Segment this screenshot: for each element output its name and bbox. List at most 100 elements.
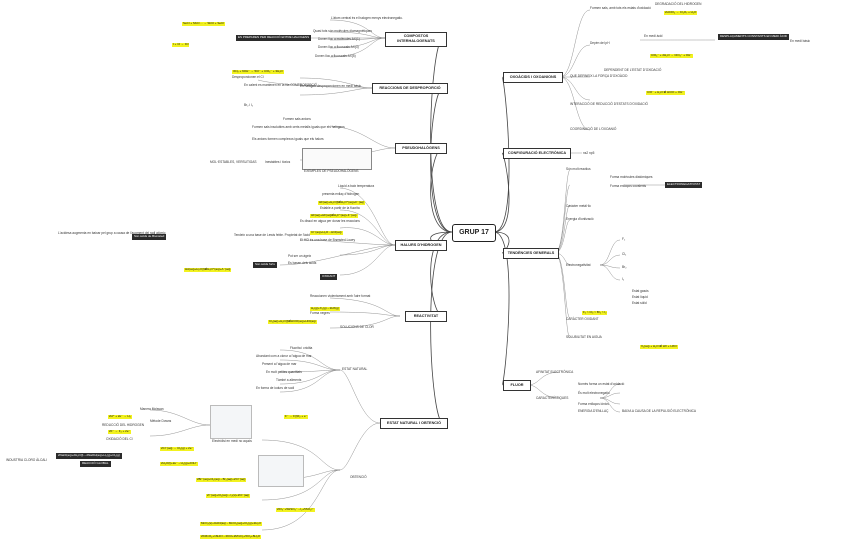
tendencies-dark: ELECTRONEGATIVITAT [665,182,703,188]
estat-formula: 2H⁺ + 2e⁻ → H₂ [108,414,132,419]
central-topic[interactable]: GRUP 17 [452,224,496,242]
estat-item: Abundant com a clorur a l'aigua de mar [256,354,312,358]
tendencies-item: Energia d'ionització [566,217,594,221]
estat-item: Tàmbé a aliments [276,378,302,382]
branch-oxoacids-oxoanions[interactable]: OXOÀCIDS I OXOANIONS [503,72,563,83]
halurs-item: Líquid a baix temperatura [338,184,375,188]
reactivitat-item: Reaccionen violentament amb l'aire forma… [310,294,371,298]
branch-halurs-hidrogen[interactable]: HALURS D'HIDROGEN [395,240,447,251]
fluor-item: Forma enllaços iònics [578,402,609,406]
tendencies-item: Forma molècules diatòmiques [610,175,653,179]
compostos-item: Donen lloc a molècules AX(1) [318,37,360,41]
halurs-item: Es dissol en aigua per donar les reaccio… [300,219,360,223]
oxoacids-formula: 2HClO₄ → Cl₂O₇ + H₂O [664,10,698,15]
oxoacids-item: Depèn del pH [590,41,610,45]
fluor-item: És molt electronegatiu [578,391,610,395]
estat-label: OBTENCIÓ [350,475,367,479]
halurs-formula: Cl⁻(aq)+H₂O→HCl(aq) [310,230,343,235]
halurs-formula: HA(aq)+H₂O(l)⇌H₃O⁺(aq)+A⁻(aq) [184,267,232,272]
fluor-item: ENERGIA D'ENLLAÇ [578,409,609,413]
oxoacids-item: DEPENDENT DE L'ESTAT D'OXIDACIÓ [604,68,662,72]
oxoacids-formula: ClO⁻ + H₂O ⇌ HClO + OH⁻ [646,90,685,95]
halurs-dark-label: Són àcids forts [253,262,277,268]
pseudohalogens-neutral: Inestables i tòxics [265,160,291,164]
desproporcio-formula: 3Cl₂ + 6OH⁻ → 5Cl⁻ + ClO₃⁻ + 3H₂O [232,69,284,74]
halurs-item: Es basen dels àcids [288,261,317,265]
estat-formula: 2F⁻ → F₂ + 2e⁻ [108,429,132,434]
oxoacids-item: En medi bàsic [790,39,811,43]
branch-reaccions-desproporcio[interactable]: REACCIONS DE DESPROPORCIÓ [372,83,448,94]
estat-formula: 2H₂O(l)+2e⁻→H₂(g)+2OH⁻ [160,461,199,466]
oxoacids-dark-label: DESPLAÇAMENTS CONSTANTS EN MEDI ÀCID [718,34,789,40]
estat-left: OXIDACIÓ DEL Cl [106,437,133,441]
cell-illustration [258,455,304,487]
desproporcio-item: Es halogen desproporcionen en medi bàsic… [300,84,363,88]
reactivitat-item: SOLUCIONS DE CLOR [340,325,374,329]
reactivitat-formula: Cl₂(aq)+H₂O(l)⇌HClO(aq)+HCl(aq) [268,319,317,324]
tendencies-item: Forma enllaços covalents [610,184,647,188]
branch-fluor[interactable]: FLUOR [503,380,531,391]
oxoacids-item: QUE DEFINEIX LA FORÇA D'OXOÀCID [570,74,628,78]
compostos-formula: SeCl + SbCl ... → SbCl + SeCl [182,21,225,26]
estat-formula: F⁻ → F(l)F₂ + e⁻ [284,414,309,419]
branch-pseudohalogens[interactable]: PSEUDOHALÒGENS [395,143,447,154]
electrolysis-illustration [210,405,252,439]
halurs-item: El HCl és una base de Brønsted-Lowry [300,238,356,242]
estat-formula: MnO₂(s)+4HCl(aq)→MnCl₂(aq)+Cl₂(g)+2H₂O [200,521,262,526]
oxoacids-item: COORDINACIÓ DE L'OXOANIÓ [570,127,617,131]
compostos-item: L'àtom central és el halogen menys elect… [331,16,403,20]
pseudohalogens-item: Els anions formen complexos iguals que e… [252,137,324,141]
estat-left-dark: REACCIÓ GLOBAL [80,461,111,467]
estat-formula: 2IO₃⁻+5HSO₃⁻→I₂+5SO₄²⁻ [276,507,315,512]
fluor-item: BAIXA A CAUSA DE LA REPULSIÓ ELECTRÒNICA [622,409,697,413]
desproporcio-item: Desproporcionen el Cl [232,75,264,79]
pseudohalogens-note: EXEMPLES DE PSEUDOHALÒGENS [304,169,359,173]
estat-label: ESTAT NATURAL [342,367,368,371]
estat-item: Present a l'aigua de mar [262,362,297,366]
tendencies-item: SOLUBILITAT EN AIGUA [566,335,602,339]
oxoacids-item: Formen sals, amb tots els estats d'oxida… [590,6,651,10]
tendencies-formula: F₂ > Cl₂ > Br₂ > I₂ [582,310,608,315]
pseudohalogens-item: Formen sals anions [283,117,311,121]
oxoacids-item: DEGRADACIÓ DEL HIDROGEN [655,2,702,6]
desproporcio-item: Br₂ i I₂ [244,103,254,107]
oxoacids-item: INTERACCIÓ DE REDUCCIÓ D'ESTATS D'OXIDAC… [570,102,648,106]
branch-configuracio-electronica[interactable]: CONFIGURACIÓ ELECTRÒNICA [503,148,571,159]
branch-tendencies-generals[interactable]: TENDÈNCIES GENERALS [503,248,559,259]
configuracio-value: ns2 np5 [583,151,595,155]
estat-left: Manera Moissan [140,407,164,411]
halurs-item: Estable a partir de la fluorita [320,206,360,210]
fluor-item: CARACTERÍSTIQUES [536,396,569,400]
compostos-item: Donen lloc a fluorurats AX(5) [315,54,356,58]
tendencies-item: Estat líquid [632,295,648,299]
tendencies-element: F₂ [622,237,626,241]
pseudohalogens-table [302,148,372,170]
halurs-formula: HF(aq)+HF(aq)⇌H₂F⁺(aq)+F⁻(aq) [310,213,358,218]
halurs-dark-label: OXIDANT [320,274,338,280]
desproporcio-item: En calent es mantenen en la fila COMPROP… [244,83,318,87]
oxoacids-item: En medi àcid [644,34,663,38]
tendencies-item: Estat gasós [632,289,649,293]
tendencies-item: Caràcter metàl·lic [566,204,591,208]
reactivitat-formula: H₂(g)+X₂(g)→2HX(g) [310,306,341,311]
tendencies-element: Cl₂ [622,252,627,256]
branch-estat-natural-obtencio[interactable]: ESTAT NATURAL I OBTENCIÓ [380,418,448,429]
tendencies-item: Són molt reactius [566,167,591,171]
tendencies-element: Br₂ [622,265,627,269]
branch-compostos-interhalogenats[interactable]: COMPOSTOS INTERHALOGENATS [385,32,447,47]
estat-left: REDUCCIÓ DEL HIDROGEN [102,423,145,427]
fluor-item: Només forma un estat d'oxidació [578,382,625,386]
estat-item: Fluorita i criolita [290,346,313,350]
reactivitat-item: Forma negres [310,311,330,315]
tendencies-element: I₂ [622,277,625,281]
estat-left: Mètode Downs [150,419,172,423]
branch-reactivitat[interactable]: REACTIVITAT [405,311,447,322]
halurs-formula: HF(aq)+H₂O(l)⇌H₃O⁺(aq)+F⁻(aq) [318,200,366,205]
halurs-left-note: L'acidesa augmenta en baixar pel grup a … [58,231,166,235]
estat-left: INDUSTRIA CLORO ÀLCALI [6,458,48,462]
halurs-item: Pot ser un àgeix [288,254,312,258]
tendencies-item: Electronegativitat [566,263,591,267]
halurs-item: presenta enllaç d'hidrogen [322,192,360,196]
oxoacids-formula: ClO₄⁻ + 2H₂O → ClO₃⁻ + OH⁻ [650,53,693,58]
estat-item: En forma de iodurs de sodi [256,386,295,390]
